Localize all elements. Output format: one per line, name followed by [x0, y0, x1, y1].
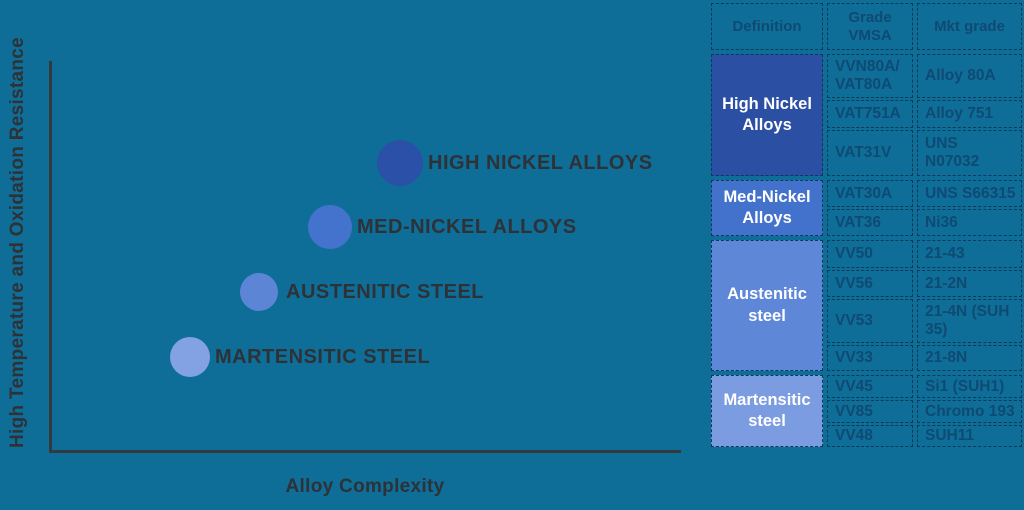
definition-cell: High Nickel Alloys: [711, 54, 823, 176]
grade-cell: VV45: [827, 375, 913, 398]
bubble-martensitic-steel: [170, 337, 210, 377]
mkt-cell: 21-43: [917, 240, 1022, 268]
bubble-label-martensitic-steel: MARTENSITIC STEEL: [215, 346, 431, 368]
table-header-row: Definition Grade VMSA Mkt grade: [711, 3, 1022, 50]
grade-cell: VV53: [827, 299, 913, 343]
x-axis-label: Alloy Complexity: [285, 476, 445, 497]
table-group-high-nickel: High Nickel Alloys VVN80A/ VAT80A Alloy …: [711, 54, 1022, 176]
grade-cell: VV85: [827, 400, 913, 423]
definition-cell: Martensitic steel: [711, 375, 823, 447]
grade-cell: VV56: [827, 270, 913, 297]
col-header-grade-vmsa: Grade VMSA: [827, 3, 913, 50]
table-row: VV53 21-4N (SUH 35): [827, 299, 1022, 343]
mkt-cell: 21-8N: [917, 345, 1022, 371]
table-row: VV33 21-8N: [827, 345, 1022, 371]
table-row: VAT751A Alloy 751: [827, 100, 1022, 128]
mkt-cell: UNS S66315: [917, 180, 1022, 207]
y-axis-label: High Temperature and Oxidation Resistanc…: [7, 36, 28, 448]
table-row: VV50 21-43: [827, 240, 1022, 268]
grade-cell: VAT30A: [827, 180, 913, 207]
mkt-cell: 21-4N (SUH 35): [917, 299, 1022, 343]
table-row: VV85 Chromo 193: [827, 400, 1022, 423]
table-group-martensitic: Martensitic steel VV45 Si1 (SUH1) VV85 C…: [711, 375, 1022, 447]
mkt-cell: Chromo 193: [917, 400, 1022, 423]
bubble-label-med-nickel-alloys: MED-NICKEL ALLOYS: [357, 216, 577, 238]
x-axis-line: [49, 450, 681, 453]
col-header-mkt-grade: Mkt grade: [917, 3, 1022, 50]
table-row: VAT31V UNS N07032: [827, 130, 1022, 176]
definition-cell: Med-Nickel Alloys: [711, 180, 823, 236]
table-row: VV45 Si1 (SUH1): [827, 375, 1022, 398]
grade-cell: VVN80A/ VAT80A: [827, 54, 913, 98]
bubble-high-nickel-alloys: [377, 140, 423, 186]
mkt-cell: 21-2N: [917, 270, 1022, 297]
mkt-cell: Alloy 80A: [917, 54, 1022, 98]
bubble-med-nickel-alloys: [308, 205, 352, 249]
grade-cell: VV48: [827, 425, 913, 447]
grade-cell: VV33: [827, 345, 913, 371]
mkt-cell: SUH11: [917, 425, 1022, 447]
table-row: VV48 SUH11: [827, 425, 1022, 447]
y-axis-line: [49, 61, 52, 453]
grade-cell: VAT36: [827, 209, 913, 236]
table-row: VAT30A UNS S66315: [827, 180, 1022, 207]
table-group-med-nickel: Med-Nickel Alloys VAT30A UNS S66315 VAT3…: [711, 180, 1022, 236]
table-group-austenitic: Austenitic steel VV50 21-43 VV56 21-2N V…: [711, 240, 1022, 371]
mkt-cell: Si1 (SUH1): [917, 375, 1022, 398]
col-header-definition: Definition: [711, 3, 823, 50]
table-row: VV56 21-2N: [827, 270, 1022, 297]
table-row: VVN80A/ VAT80A Alloy 80A: [827, 54, 1022, 98]
mkt-cell: Alloy 751: [917, 100, 1022, 128]
grade-cell: VAT751A: [827, 100, 913, 128]
bubble-austenitic-steel: [240, 273, 278, 311]
bubble-label-austenitic-steel: AUSTENITIC STEEL: [286, 281, 485, 303]
mkt-cell: UNS N07032: [917, 130, 1022, 176]
grades-table: Definition Grade VMSA Mkt grade High Nic…: [711, 3, 1022, 451]
table-row: VAT36 Ni36: [827, 209, 1022, 236]
bubble-label-high-nickel-alloys: HIGH NICKEL ALLOYS: [428, 152, 653, 174]
mkt-cell: Ni36: [917, 209, 1022, 236]
definition-cell: Austenitic steel: [711, 240, 823, 371]
grade-cell: VAT31V: [827, 130, 913, 176]
grade-cell: VV50: [827, 240, 913, 268]
